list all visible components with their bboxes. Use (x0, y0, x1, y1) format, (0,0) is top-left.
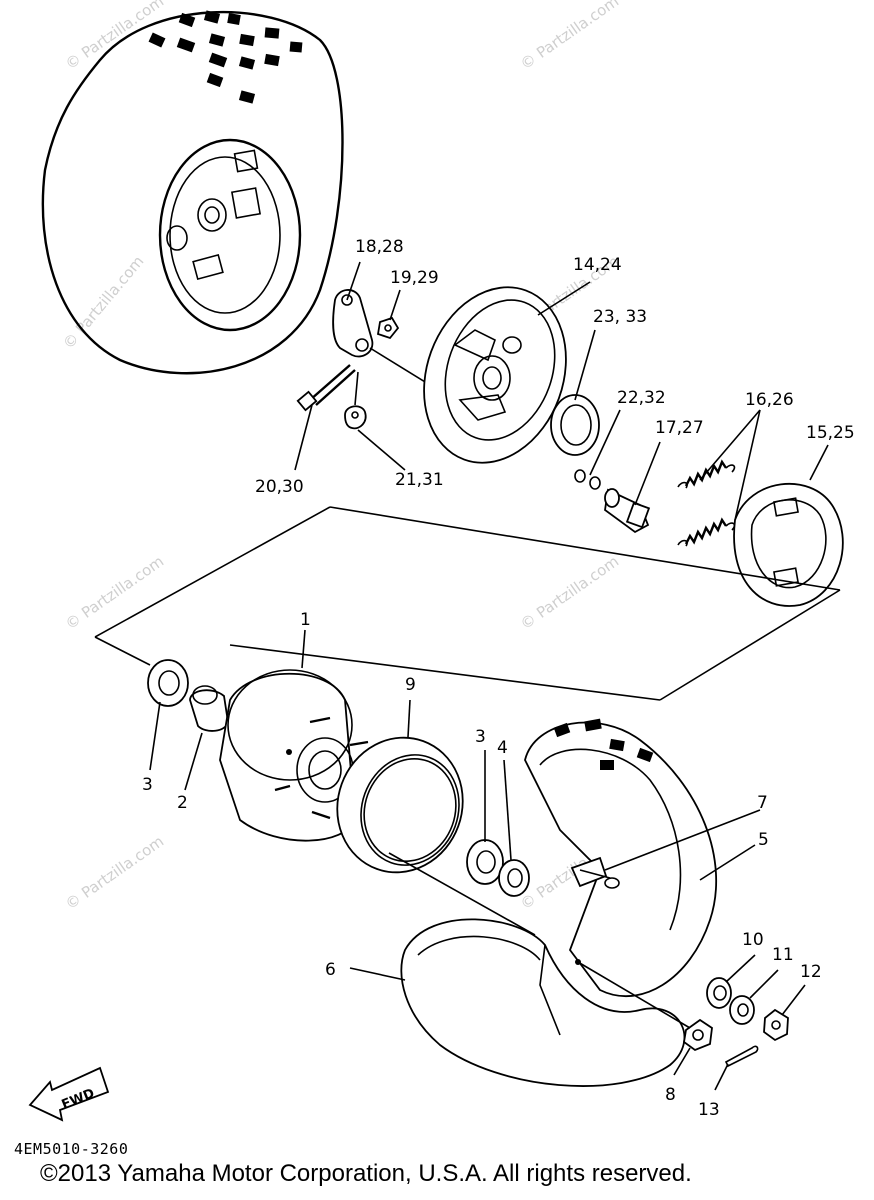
callout-3-left: 3 (142, 775, 153, 795)
callout-labels: 18,28 19,29 14,24 23, 33 22,32 16,26 17,… (142, 237, 855, 1120)
callout-21-31: 21,31 (395, 470, 444, 490)
callout-10: 10 (742, 930, 764, 950)
watermark: © Partzilla.com (517, 552, 622, 633)
callout-6: 6 (325, 960, 336, 980)
bearing-right (466, 839, 504, 885)
diagram-code: 4EM5010-3260 (14, 1140, 129, 1158)
copyright-notice: ©2013 Yamaha Motor Corporation, U.S.A. A… (40, 1160, 692, 1187)
leader-lines (149, 261, 829, 1091)
brake-drum-hub (219, 669, 369, 842)
callout-5: 5 (758, 830, 769, 850)
brake-springs (677, 459, 736, 547)
callout-17-27: 17,27 (655, 418, 704, 438)
drum-seal-ring (336, 736, 464, 874)
callout-4: 4 (497, 738, 508, 758)
callout-16-26: 16,26 (745, 390, 794, 410)
rim-half-inner (400, 918, 686, 1087)
callout-15-25: 15,25 (806, 423, 855, 443)
brake-shoe-plate (423, 286, 567, 464)
callout-11: 11 (772, 945, 794, 965)
callout-12: 12 (800, 962, 822, 982)
assembled-wheel (41, 10, 344, 375)
callout-1: 1 (300, 610, 311, 630)
spacer (189, 685, 229, 732)
oil-seal (550, 394, 600, 456)
watermark: © Partzilla.com (517, 0, 622, 73)
oil-seal-hub (498, 859, 530, 897)
callout-23-33: 23, 33 (593, 307, 647, 327)
watermark: © Partzilla.com (62, 832, 167, 913)
callout-14-24: 14,24 (573, 255, 622, 275)
callout-19-29: 20,30 (255, 477, 304, 497)
callout-13: 13 (698, 1100, 720, 1120)
o-rings (574, 469, 601, 490)
callout-9: 9 (405, 675, 416, 695)
callout-2: 2 (177, 793, 188, 813)
bearing-left (147, 659, 189, 707)
brake-camshaft-lever (296, 289, 431, 430)
axle-hardware (683, 977, 789, 1068)
callout-3-right: 3 (475, 727, 486, 747)
brake-shoes (733, 483, 844, 607)
subassembly-outline (94, 506, 841, 701)
tire-valve (570, 856, 611, 888)
watermark: © Partzilla.com (59, 252, 147, 352)
watermark: © Partzilla.com (62, 552, 167, 633)
brake-camshaft (604, 488, 651, 534)
callout-18-28: 18,28 (355, 237, 404, 257)
callout-7: 7 (757, 793, 768, 813)
callout-22-32: 22,32 (617, 388, 666, 408)
callout-20-30: 19,29 (390, 268, 439, 288)
callout-8: 8 (665, 1085, 676, 1105)
rim-half-outer (524, 718, 718, 998)
forward-arrow-icon: FWD (28, 1066, 110, 1122)
